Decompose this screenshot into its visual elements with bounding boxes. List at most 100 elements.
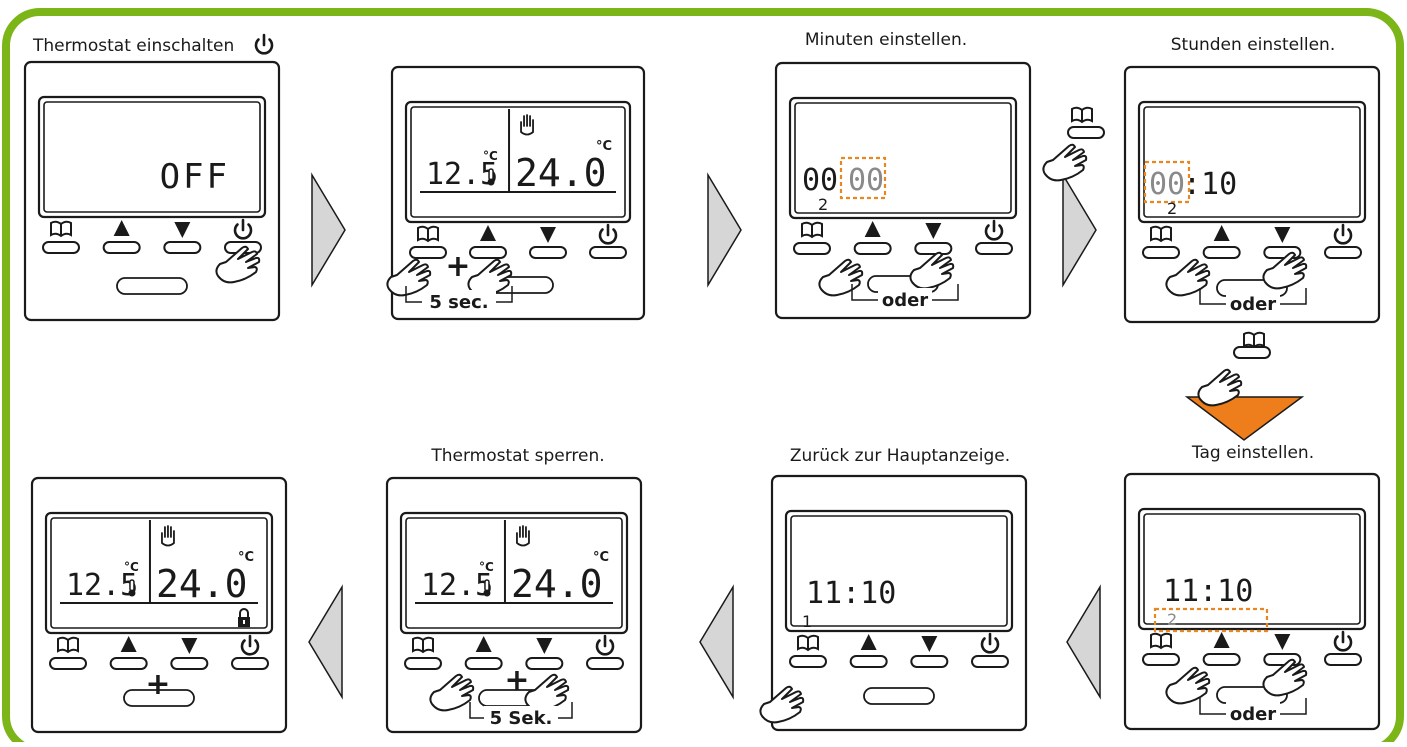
arrow-right-2 (707, 172, 742, 288)
unit-minutes-button-3 (975, 242, 1013, 255)
unit-off-button-1 (102, 241, 141, 254)
or-label-2: oder (1199, 288, 1307, 315)
lcd-set-temp: 24.0 (515, 151, 607, 195)
unit-off-book-icon (50, 220, 72, 237)
lcd-clock: 11:10 (806, 576, 896, 611)
unit-main-button-1 (849, 655, 888, 668)
or-label-2-label: oder (1230, 294, 1276, 315)
lcd-hour-minutes: :10 (1183, 167, 1237, 202)
unit-day-button-1 (1202, 653, 1241, 666)
or-label-1: oder (851, 284, 959, 311)
hold-5-sek-label: 5 Sek. (490, 708, 553, 729)
lcd-celsius: °C (238, 550, 254, 565)
lcd-clock: 11:10 (1163, 574, 1253, 609)
unit-locked-button-0 (49, 657, 87, 670)
unit-locked-button-1 (109, 657, 148, 670)
caption-step5: Tag einstellen. (1191, 443, 1315, 463)
arrow-left-1 (1066, 584, 1101, 700)
hold-5-sek: 5 Sek. (469, 702, 573, 729)
lcd-room-temp: 12.5 (426, 157, 498, 192)
or-label-1-bg (878, 288, 932, 310)
lcd-set-temp: 24.0 (511, 562, 603, 606)
unit-lock-step-button-1 (464, 657, 503, 670)
arrow-right-1 (311, 172, 346, 288)
unit-main-bottom-slot (863, 687, 935, 705)
unit-temp-book-icon (417, 225, 439, 242)
lcd-min-hours: 00 (802, 163, 838, 198)
unit-temp-button-3 (589, 246, 627, 259)
book-icon (1243, 331, 1265, 348)
unit-minutes-button-0 (793, 242, 831, 255)
unit-day-book-icon (1150, 632, 1172, 649)
unit-hours: 00:10 2 (1123, 65, 1381, 324)
lcd-day-number: 2 (1167, 610, 1177, 629)
unit-main-button-0 (789, 655, 827, 668)
unit-day: 11:102 (1123, 472, 1381, 731)
unit-minutes-button-1 (853, 242, 892, 255)
unit-day-button-0 (1142, 653, 1180, 666)
plus-sign: + (145, 667, 170, 702)
finger-book-side (1042, 143, 1088, 182)
lcd-room-temp: 12.5 (421, 568, 493, 603)
lcd-set-temp: 24.0 (156, 562, 248, 606)
caption-step3: Minuten einstellen. (804, 30, 968, 50)
unit-minutes-book-icon (801, 221, 823, 238)
or-label-1-label: oder (882, 290, 928, 311)
lcd-day-number: 2 (818, 195, 828, 214)
unit-day-screen-inner (1143, 513, 1361, 625)
hold-5-sec: 5 sec. (405, 286, 513, 313)
lcd-min-minutes: 00 (848, 163, 884, 198)
lcd-hour-hours: 00 (1149, 167, 1185, 202)
unit-locked-screen-inner (50, 517, 268, 629)
caption-step1: Thermostat einschalten (33, 36, 234, 56)
lcd-celsius-small: °C (479, 560, 494, 574)
caption-step6: Zurück zur Hauptanzeige. (789, 446, 1011, 466)
plus-sign: + (504, 663, 529, 698)
arrow-left-3 (308, 584, 343, 700)
unit-temp-button-1 (469, 246, 507, 259)
caption-step1-text: Thermostat einschalten (33, 36, 235, 56)
unit-hours-book-icon (1150, 225, 1172, 242)
unit-minutes-button-2 (914, 242, 953, 255)
unit-locked-button-2 (170, 657, 209, 670)
power-icon (254, 33, 274, 55)
hold-5-sek-bg (484, 706, 558, 728)
highlight-minutes (839, 156, 887, 200)
unit-hours-button-1 (1202, 246, 1241, 259)
arrow-right-3 (1062, 172, 1097, 288)
lcd-celsius-small: °C (124, 560, 139, 574)
unit-lock-step-button-0 (404, 657, 442, 670)
unit-temp-screen-inner (410, 106, 626, 218)
unit-hours-button-0 (1142, 246, 1180, 259)
unit-locked-book-icon (57, 636, 79, 653)
unit-main-book-icon (797, 634, 819, 651)
unit-hours-button-3 (1324, 246, 1362, 259)
hold-5-sec-label: 5 sec. (429, 292, 488, 313)
green-frame (2, 8, 1404, 747)
highlight-hours (1143, 160, 1191, 204)
unit-day-button-3 (1324, 653, 1362, 666)
unit-lock-step-button-3 (586, 657, 624, 670)
lcd-day-number: 2 (1167, 199, 1177, 218)
unit-lock-step-button-2 (525, 657, 564, 670)
thermometer-icon (127, 579, 137, 598)
unit-minutes-screen-inner (794, 102, 1012, 214)
button-side (1067, 126, 1105, 139)
step-arrows (308, 172, 1305, 700)
unit-lock-step-screen-inner (405, 517, 623, 629)
or-label-3-label: oder (1230, 704, 1276, 725)
unit-main: 11:101 (770, 474, 1028, 732)
or-label-3-bg (1226, 702, 1280, 724)
or-label-3: oder (1199, 698, 1307, 725)
unit-hours-screen-inner (1143, 106, 1361, 218)
lcd-day-number: 1 (802, 612, 812, 631)
arrow-down-orange (1184, 396, 1305, 441)
unit-main-screen-inner (790, 515, 1008, 627)
unit-temp-button-2 (529, 246, 567, 259)
